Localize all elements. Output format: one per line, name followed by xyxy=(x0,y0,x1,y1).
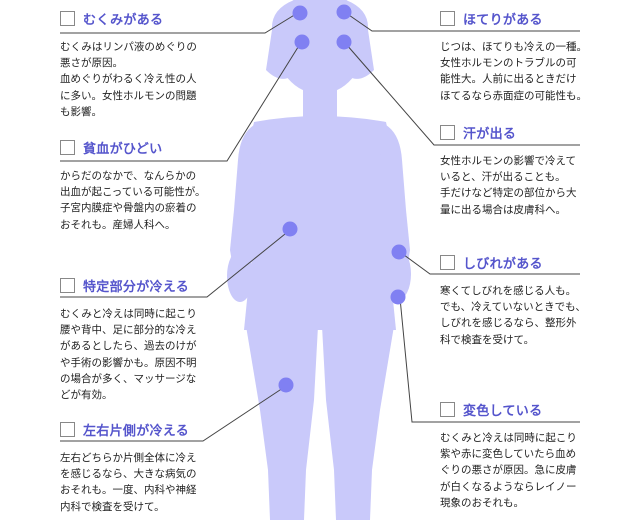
desc-line: 腰や背中、足に部分的な冷え xyxy=(60,324,197,337)
desc-line: 悪さが原因。 xyxy=(60,57,123,70)
desc-line: でも、冷えていないときでも、 xyxy=(440,301,586,314)
desc-line: 現象のおそれも。 xyxy=(440,496,524,509)
desc-line: おそれも。一度、内科や神経 xyxy=(60,484,197,497)
desc-line: があるとしたら、過去のけが xyxy=(60,340,197,353)
title-sayu: 左右片側が冷える xyxy=(83,423,190,439)
desc-line: 出血が起こっている可能性が。 xyxy=(60,186,206,199)
checkbox-ase[interactable] xyxy=(440,124,455,140)
checkbox-hinketsu[interactable] xyxy=(60,139,75,155)
title-shibire: しびれがある xyxy=(463,256,543,272)
desc-hinketsu: からだのなかで、なんらかの 出血が起こっている可能性が。 子宮内膜症や骨盤内の瘀… xyxy=(60,168,245,233)
desc-line: むくみと冷えは同時に起こり xyxy=(60,308,197,320)
item-sayu: 左右片側が冷える 左右どちらか片側全体に冷え を感じるなら、大きな病気の おそれ… xyxy=(60,420,245,515)
item-hoteri: ほてりがある じつは、ほてりも冷えの一種。 女性ホルモンのトラブルの可 能性大。… xyxy=(440,9,625,104)
desc-line: むくみと冷えは同時に起こり xyxy=(440,432,577,444)
marker-dot-sayu xyxy=(278,377,294,393)
checkbox-sayu[interactable] xyxy=(60,421,75,437)
desc-line: や手術の影響かも。原因不明 xyxy=(60,356,197,369)
marker-dot-tokutei xyxy=(282,221,298,237)
item-henshoku: 変色している むくみと冷えは同時に起こり 紫や赤に変色していたら血め ぐりの悪さ… xyxy=(440,400,625,511)
item-tokutei: 特定部分が冷える むくみと冷えは同時に起こり 腰や背中、足に部分的な冷え がある… xyxy=(60,276,245,403)
connector-henshoku xyxy=(399,297,580,423)
desc-hoteri: じつは、ほてりも冷えの一種。 女性ホルモンのトラブルの可 能性大。人前に出るとき… xyxy=(440,39,625,104)
checkbox-hoteri[interactable] xyxy=(440,10,455,26)
title-ase: 汗が出る xyxy=(463,126,517,142)
title-hoteri: ほてりがある xyxy=(463,12,543,28)
connector-mukumi xyxy=(60,13,297,34)
desc-line: 血めぐりがわるく冷え性の人 xyxy=(60,73,197,86)
desc-line: しびれを感じるなら、整形外 xyxy=(440,317,577,330)
title-mukumi: むくみがある xyxy=(83,12,164,28)
desc-shibire: 寒くてしびれを感じる人も。 でも、冷えていないときでも、 しびれを感じるなら、整… xyxy=(440,283,625,348)
desc-tokutei: むくみと冷えは同時に起こり 腰や背中、足に部分的な冷え があるとしたら、過去のけ… xyxy=(60,306,245,403)
desc-line: を感じるなら、大きな病気の xyxy=(60,468,197,481)
item-mukumi: むくみがある むくみはリンパ液のめぐりの 悪さが原因。 血めぐりがわるく冷え性の… xyxy=(60,9,245,120)
desc-line: の場合が多く、マッサージな xyxy=(60,372,197,385)
marker-dot-shibire xyxy=(391,244,407,260)
connector-hinketsu xyxy=(60,43,301,162)
connector-tokutei xyxy=(60,229,291,298)
desc-line: 内科で検査を受けて。 xyxy=(60,500,165,513)
desc-line: 寒くてしびれを感じる人も。 xyxy=(440,285,577,297)
desc-line: も影響。 xyxy=(60,105,102,118)
desc-line: どが有効。 xyxy=(60,389,113,402)
desc-line: 量に出る場合は皮膚科へ。 xyxy=(440,203,566,216)
checkbox-tokutei[interactable] xyxy=(60,277,75,293)
connector-ase xyxy=(345,43,580,146)
desc-line: 女性ホルモンの影響で冷えて xyxy=(440,155,576,167)
marker-dot-henshoku xyxy=(390,289,406,305)
title-tokutei: 特定部分が冷える xyxy=(83,279,190,295)
marker-dot-hoteri xyxy=(336,4,352,20)
desc-line: ぐりの悪さが原因。急に皮膚 xyxy=(440,464,577,477)
desc-line: いると、汗が出ることも。 xyxy=(440,171,566,184)
desc-line: 能性大。人前に出るときだけ xyxy=(440,73,577,86)
marker-dot-mukumi xyxy=(292,5,308,21)
desc-line: ほてるなら赤面症の可能性も。 xyxy=(440,89,587,102)
desc-line: が白くなるようならレイノー xyxy=(440,480,577,493)
desc-line: 科で検査を受けて。 xyxy=(440,333,535,346)
checkbox-henshoku[interactable] xyxy=(440,401,455,417)
item-hinketsu: 貧血がひどい からだのなかで、なんらかの 出血が起こっている可能性が。 子宮内膜… xyxy=(60,138,245,233)
item-ase: 汗が出る 女性ホルモンの影響で冷えて いると、汗が出ることも。 手だけなど特定の… xyxy=(440,123,625,218)
marker-dot-hinketsu xyxy=(294,34,310,50)
connector-lines xyxy=(60,12,580,442)
desc-line: 紫や赤に変色していたら血め xyxy=(440,448,577,461)
desc-line: 子宮内膜症や骨盤内の瘀着の xyxy=(60,202,197,215)
checkbox-shibire[interactable] xyxy=(440,254,455,270)
desc-ase: 女性ホルモンの影響で冷えて いると、汗が出ることも。 手だけなど特定の部位から大… xyxy=(440,153,625,218)
desc-line: 女性ホルモンのトラブルの可 xyxy=(440,57,577,70)
title-henshoku: 変色している xyxy=(463,403,543,419)
item-shibire: しびれがある 寒くてしびれを感じる人も。 でも、冷えていないときでも、 しびれを… xyxy=(440,253,625,348)
desc-line: からだのなかで、なんらかの xyxy=(60,170,197,182)
title-hinketsu: 貧血がひどい xyxy=(83,141,163,157)
desc-line: おそれも。産婦人科へ。 xyxy=(60,218,176,231)
connector-shibire xyxy=(399,251,580,275)
marker-dots xyxy=(278,4,407,393)
desc-line: に多い。女性ホルモンの問題 xyxy=(60,89,197,102)
desc-line: じつは、ほてりも冷えの一種。 xyxy=(440,41,587,53)
connector-sayu xyxy=(60,385,287,442)
marker-dot-ase xyxy=(336,34,352,50)
desc-line: むくみはリンパ液のめぐりの xyxy=(60,41,197,53)
desc-line: 手だけなど特定の部位から大 xyxy=(440,187,577,200)
desc-sayu: 左右どちらか片側全体に冷え を感じるなら、大きな病気の おそれも。一度、内科や神… xyxy=(60,450,245,515)
body-silhouette xyxy=(227,0,411,520)
checkbox-mukumi[interactable] xyxy=(60,10,75,26)
connector-hoteri xyxy=(345,12,580,32)
desc-mukumi: むくみはリンパ液のめぐりの 悪さが原因。 血めぐりがわるく冷え性の人 に多い。女… xyxy=(60,39,245,120)
desc-henshoku: むくみと冷えは同時に起こり 紫や赤に変色していたら血め ぐりの悪さが原因。急に皮… xyxy=(440,430,625,511)
desc-line: 左右どちらか片側全体に冷え xyxy=(60,452,197,464)
